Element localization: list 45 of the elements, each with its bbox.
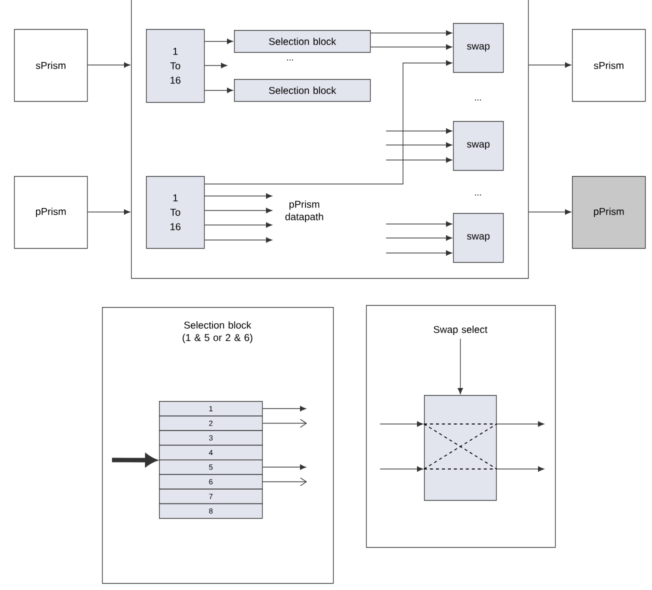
arrow <box>112 454 156 466</box>
arrow <box>204 62 228 68</box>
arrow <box>380 466 424 472</box>
arrow <box>496 466 544 472</box>
arrow <box>262 464 306 470</box>
datapath-text: pPrism datapath <box>285 200 324 222</box>
arrow <box>386 157 452 163</box>
swap-box: swap <box>453 121 504 171</box>
demux-box: 1 To 16 <box>146 176 205 249</box>
process-box: pPrism <box>572 176 646 249</box>
arrow <box>204 38 234 44</box>
arrow <box>262 477 307 486</box>
selection-box: Selection block <box>234 79 371 102</box>
arrow <box>386 142 452 148</box>
arrow <box>370 44 452 50</box>
process-box: sPrism <box>572 29 646 102</box>
arrow <box>262 406 306 412</box>
arrow <box>204 193 272 199</box>
arrow <box>204 60 452 184</box>
arrow <box>204 237 272 243</box>
process-box: pPrism <box>14 176 88 249</box>
arrow <box>204 88 234 94</box>
arrow <box>386 128 452 134</box>
arrow <box>386 221 452 227</box>
process-box: sPrism <box>14 29 88 102</box>
arrow <box>87 62 130 68</box>
arrow <box>386 250 452 256</box>
arrow <box>370 30 452 36</box>
ellipsis-text: ... <box>475 194 481 196</box>
heading-text: Swap select <box>434 326 488 335</box>
arrow <box>496 421 544 427</box>
arrow <box>386 235 452 241</box>
arrow <box>528 62 572 68</box>
arrow <box>262 418 307 428</box>
demux-box: 1 To 16 <box>146 29 205 103</box>
selection-box: Selection block <box>234 30 371 53</box>
swap-box <box>424 395 497 501</box>
arrow <box>528 209 572 215</box>
arrow <box>204 208 272 214</box>
swap-box: swap <box>453 213 504 263</box>
arrow <box>458 338 464 394</box>
arrow <box>204 222 272 228</box>
arrow <box>380 421 424 427</box>
swap-box: swap <box>453 23 504 73</box>
arrow <box>87 209 130 215</box>
